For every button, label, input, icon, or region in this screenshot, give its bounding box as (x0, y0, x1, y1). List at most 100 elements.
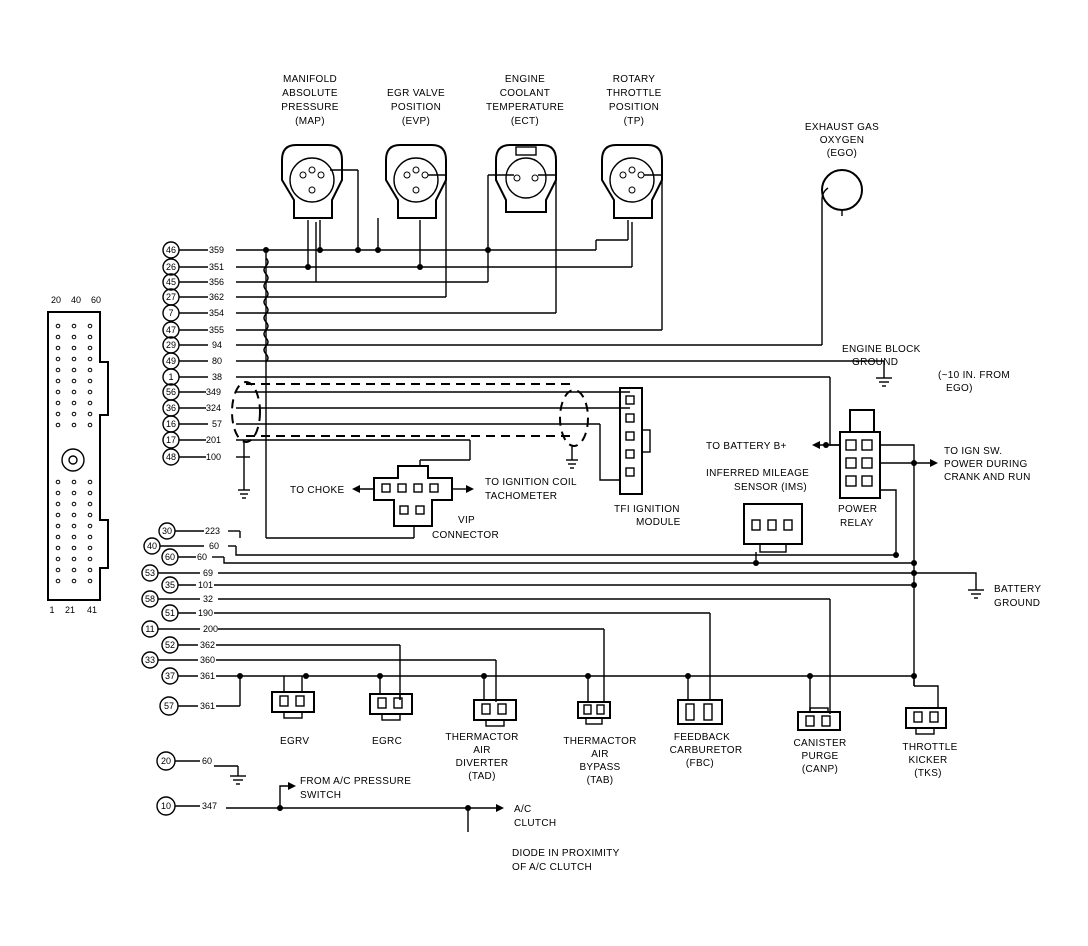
svg-text:360: 360 (200, 655, 215, 665)
svg-text:ENGINE BLOCK: ENGINE BLOCK (842, 344, 921, 355)
svg-text:56: 56 (166, 387, 176, 397)
tad-actuator: THERMACTOR AIR DIVERTER (TAD) (445, 676, 518, 782)
svg-text:TO CHOKE: TO CHOKE (290, 485, 344, 496)
ecu-pin-hole (71, 523, 77, 529)
svg-text:KICKER: KICKER (908, 755, 947, 766)
ecu-pin-hole (55, 534, 61, 540)
ecu-pin-hole (55, 378, 61, 384)
svg-text:48: 48 (166, 452, 176, 462)
svg-text:57: 57 (212, 419, 222, 429)
svg-text:CLUTCH: CLUTCH (514, 818, 556, 829)
egrv-actuator: EGRV (271, 676, 315, 747)
ecu-pin-hole (71, 422, 77, 428)
map-sensor-icon (281, 144, 343, 219)
svg-text:354: 354 (209, 308, 224, 318)
svg-text:101: 101 (198, 580, 213, 590)
svg-text:324: 324 (206, 403, 221, 413)
svg-text:349: 349 (206, 387, 221, 397)
ecu-pin-hole (55, 490, 61, 496)
svg-text:POSITION: POSITION (391, 102, 441, 113)
svg-text:THERMACTOR: THERMACTOR (563, 736, 636, 747)
evp-sensor-icon (385, 144, 447, 219)
ecu-pin-hole (55, 400, 61, 406)
svg-text:201: 201 (206, 435, 221, 445)
svg-text:DIODE IN PROXIMITY: DIODE IN PROXIMITY (512, 848, 620, 859)
svg-text:EXHAUST GAS: EXHAUST GAS (805, 122, 879, 133)
svg-text:1: 1 (49, 605, 54, 615)
svg-text:CONNECTOR: CONNECTOR (432, 530, 499, 541)
ac-circuit: FROM A/C PRESSURE SWITCH A/C CLUTCH DIOD… (214, 765, 620, 873)
svg-text:60: 60 (209, 541, 219, 551)
svg-text:223: 223 (205, 526, 220, 536)
svg-text:(TP): (TP) (624, 116, 645, 127)
ect-sensor-label: ENGINE COOLANT TEMPERATURE (ECT) (486, 74, 564, 127)
svg-text:PURGE: PURGE (801, 751, 838, 762)
svg-text:100: 100 (206, 452, 221, 462)
ecu-pin-hole (71, 378, 77, 384)
lower-harness (212, 530, 984, 714)
shielded-cable (231, 381, 589, 499)
svg-text:(EGO): (EGO) (827, 148, 857, 159)
engine-block-ground: ENGINE BLOCK GROUND (~10 IN. FROM EGO) (842, 344, 1010, 394)
svg-text:200: 200 (203, 624, 218, 634)
ecu-pin-hole (87, 323, 93, 329)
ecu-pin-hole (71, 567, 77, 573)
ego-sensor-label: EXHAUST GAS OXYGEN (EGO) (805, 122, 879, 159)
svg-text:POWER: POWER (838, 504, 877, 515)
svg-text:356: 356 (209, 277, 224, 287)
pin-33: 33 360 (141, 651, 215, 669)
ecu-pin-hole (71, 490, 77, 496)
svg-text:36: 36 (166, 403, 176, 413)
ecu-pin-hole (71, 501, 77, 507)
ecu-pin-hole (71, 323, 77, 329)
ecu-pin-hole (87, 367, 93, 373)
ecu-pin-hole (87, 490, 93, 496)
ecu-pin-hole (87, 545, 93, 551)
svg-text:60: 60 (197, 552, 207, 562)
tp-sensor-label: ROTARY THROTTLE POSITION (TP) (606, 74, 661, 127)
svg-text:ROTARY: ROTARY (613, 74, 656, 85)
pin-45: 45 356 (162, 273, 224, 291)
ecu-pin-hole (87, 578, 93, 584)
svg-text:16: 16 (166, 419, 176, 429)
ecu-connector-icon (47, 311, 109, 601)
ecu-pin-hole (87, 400, 93, 406)
svg-text:TO IGN SW.: TO IGN SW. (944, 446, 1002, 457)
svg-text:347: 347 (202, 801, 217, 811)
svg-text:TACHOMETER: TACHOMETER (485, 491, 557, 502)
ecu-pin-hole (87, 389, 93, 395)
svg-text:20: 20 (161, 756, 171, 766)
svg-text:CRANK AND RUN: CRANK AND RUN (944, 472, 1031, 483)
svg-text:21: 21 (65, 605, 75, 615)
svg-text:TFI IGNITION: TFI IGNITION (614, 504, 680, 515)
canp-actuator: CANISTER PURGE (CANP) (794, 676, 846, 775)
svg-text:EGR VALVE: EGR VALVE (387, 88, 445, 99)
ego-sensor-icon (821, 169, 863, 216)
svg-text:38: 38 (212, 372, 222, 382)
egrc-actuator: EGRC (369, 676, 413, 747)
svg-text:THROTTLE: THROTTLE (606, 88, 661, 99)
svg-text:THROTTLE: THROTTLE (902, 742, 957, 753)
svg-text:362: 362 (209, 292, 224, 302)
svg-text:359: 359 (209, 245, 224, 255)
svg-text:33: 33 (145, 655, 155, 665)
ecu-row-labels: 1 21 41 (49, 605, 97, 615)
ecu-pin-hole (55, 523, 61, 529)
svg-text:69: 69 (203, 568, 213, 578)
ecu-pin-hole (55, 501, 61, 507)
ecu-pin-hole (55, 556, 61, 562)
svg-text:45: 45 (166, 277, 176, 287)
svg-text:EGO): EGO) (946, 383, 973, 394)
svg-text:362: 362 (200, 640, 215, 650)
svg-text:40: 40 (147, 541, 157, 551)
